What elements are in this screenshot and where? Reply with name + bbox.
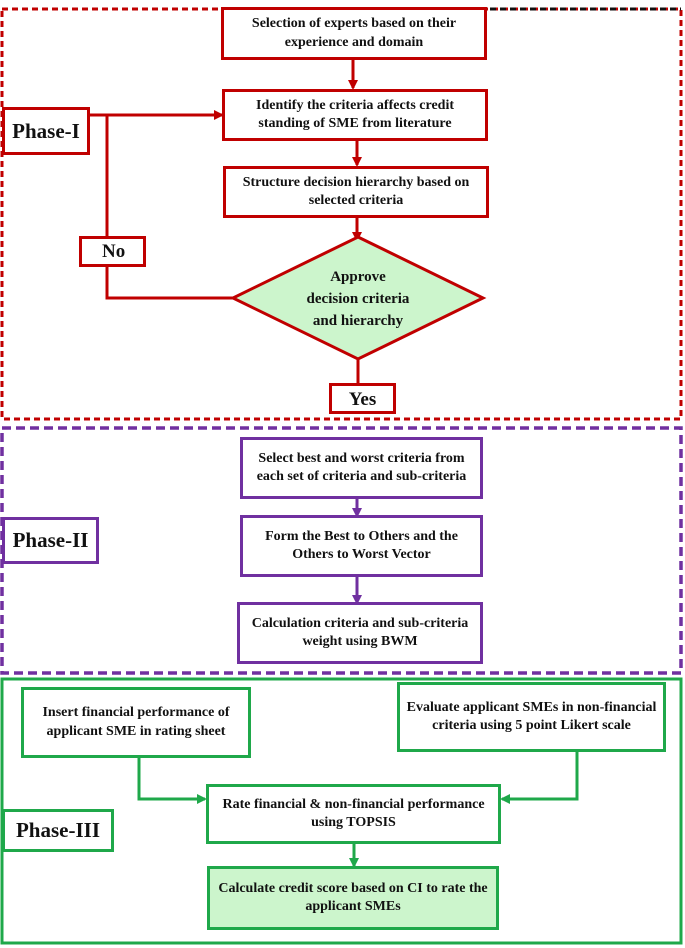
p1-step3-box: Structure decision hierarchy based on se… — [223, 166, 489, 218]
p3-left-input-box: Insert financial performance of applican… — [21, 687, 251, 758]
arrow-right-input-to-rate — [500, 751, 579, 804]
decision-label: Approve decision criteria and hierarchy — [306, 269, 410, 329]
p3-right-input-box: Evaluate applicant SMEs in non-financial… — [397, 682, 666, 752]
p2-step1-box: Select best and worst criteria from each… — [240, 437, 483, 499]
p1-step2-box: Identify the criteria affects credit sta… — [222, 89, 488, 141]
p3-final-box: Calculate credit score based on CI to ra… — [207, 866, 499, 930]
phase3-label: Phase-III — [2, 809, 114, 852]
arrow-no-loop — [105, 110, 236, 300]
p1-step1-box: Selection of experts based on their expe… — [221, 7, 487, 60]
p2-step2-box: Form the Best to Others and the Others t… — [240, 515, 483, 577]
yes-label: Yes — [329, 383, 396, 414]
decision-diamond — [229, 235, 487, 361]
p2-step3-box: Calculation criteria and sub-criteria we… — [237, 602, 483, 664]
no-label: No — [79, 236, 146, 267]
arrow-left-input-to-rate — [137, 757, 207, 804]
phase2-label: Phase-II — [2, 517, 99, 564]
phase1-region — [0, 7, 683, 421]
p3-rate-box: Rate financial & non-financial performan… — [206, 784, 501, 844]
phase1-label: Phase-I — [2, 107, 90, 155]
